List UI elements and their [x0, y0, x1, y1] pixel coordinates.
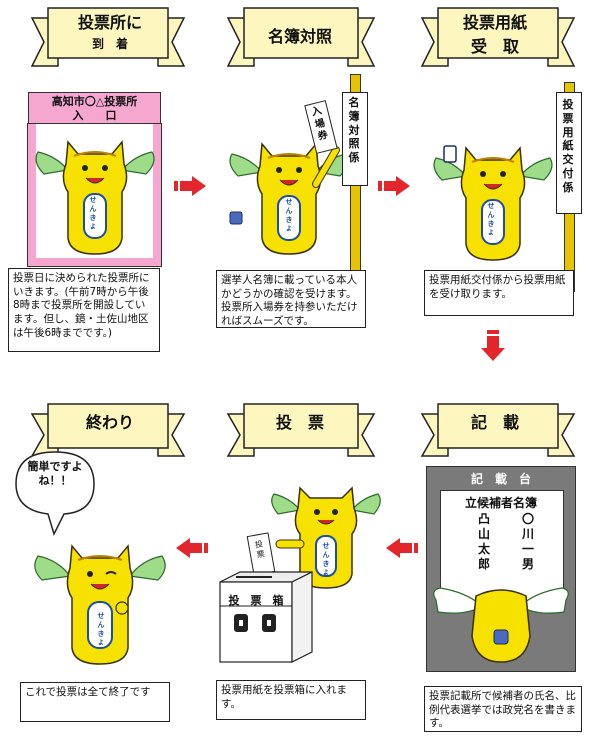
banner-verify	[226, 7, 376, 67]
arrive-title-line1: 投票所に	[77, 13, 142, 32]
mascot-receive-badge: せんきょ	[487, 202, 495, 237]
banner-arrive	[30, 7, 186, 67]
arrive-caption: 投票日に決められた投票所にいきます。(午前7時から午後8時まで投票所を開設してい…	[8, 268, 160, 352]
candidate-a: 凸山太郎	[477, 512, 490, 571]
entrance-sign-line1: 高知市〇△投票所	[51, 95, 138, 108]
write-caption: 投票記載所で候補者の氏名、比例代表選挙では政党名を書きます。	[424, 686, 582, 732]
wing-icon	[35, 151, 155, 175]
arrow-right-icon	[378, 176, 410, 196]
receive-post-label: 投票用紙交付係	[562, 98, 574, 194]
wing-icon	[34, 555, 166, 581]
receive-title-line1: 投票用紙	[462, 13, 527, 32]
desk-title: 記 載 台	[470, 472, 531, 486]
receive-post-sign	[556, 92, 582, 214]
finish-caption: これで投票は全て終了です	[20, 682, 170, 722]
receive-title-line2: 受 取	[470, 37, 519, 57]
mascot-arrive-badge: せんきょ	[89, 196, 97, 231]
verify-post-sign	[342, 92, 368, 186]
mascot-verify	[229, 142, 349, 255]
receive-title: 投票用紙 受 取	[450, 13, 540, 57]
speech-bubble	[15, 451, 95, 537]
banner-vote	[226, 403, 376, 457]
verify-post-label: 名簿対照係	[348, 96, 360, 164]
banner-write	[420, 403, 576, 457]
speech-bubble-text: 簡単ですよね！！	[27, 460, 83, 488]
candidate-board-heading: 立候補者名簿	[464, 496, 537, 510]
ballot-box	[219, 571, 313, 663]
write-title: 記 載	[470, 413, 519, 432]
entrance-sign: 高知市〇△投票所 入 口	[28, 92, 161, 124]
vote-title: 投 票	[275, 413, 324, 432]
mascot-receive	[433, 145, 553, 261]
mascot-finish	[34, 544, 166, 665]
vote-caption: 投票用紙を投票箱に入れます。	[216, 680, 366, 720]
arrow-right-icon	[174, 176, 206, 196]
finish-title: 終わり	[85, 413, 134, 432]
mascot-write	[433, 587, 569, 663]
candidate-b: 〇川一男	[521, 512, 534, 571]
arrive-title-line2: 到 着	[91, 37, 128, 52]
banner-receive	[420, 7, 576, 67]
entrance-frame	[27, 123, 162, 267]
wing-icon	[433, 157, 553, 181]
wing-icon	[433, 587, 569, 614]
verify-title: 名簿対照	[267, 27, 332, 46]
verify-caption: 選挙人名簿に載っている本人かどうかの確認を受けます。投票所入場券を持参いただけれ…	[216, 270, 366, 328]
mascot-vote-badge: せんきょ	[322, 542, 330, 577]
arrow-left-icon	[176, 538, 208, 558]
mascot-vote	[271, 486, 381, 589]
mascot-finish-badge: せんきょ	[97, 612, 105, 647]
arrow-down-icon	[481, 330, 505, 361]
mascot-arrive	[35, 140, 155, 255]
arrive-title: 投票所に 到 着	[70, 13, 150, 52]
receive-caption: 投票用紙交付係から投票用紙を受け取ります。	[424, 270, 574, 316]
lock-icon	[234, 614, 276, 632]
ballot-box-label: 投 票 箱	[228, 594, 284, 607]
mascot-verify-badge: せんきょ	[285, 198, 293, 233]
arrow-left-icon	[386, 538, 418, 558]
wing-icon	[271, 493, 381, 515]
banner-finish	[30, 403, 186, 457]
entrance-sign-line2: 入 口	[72, 109, 117, 122]
